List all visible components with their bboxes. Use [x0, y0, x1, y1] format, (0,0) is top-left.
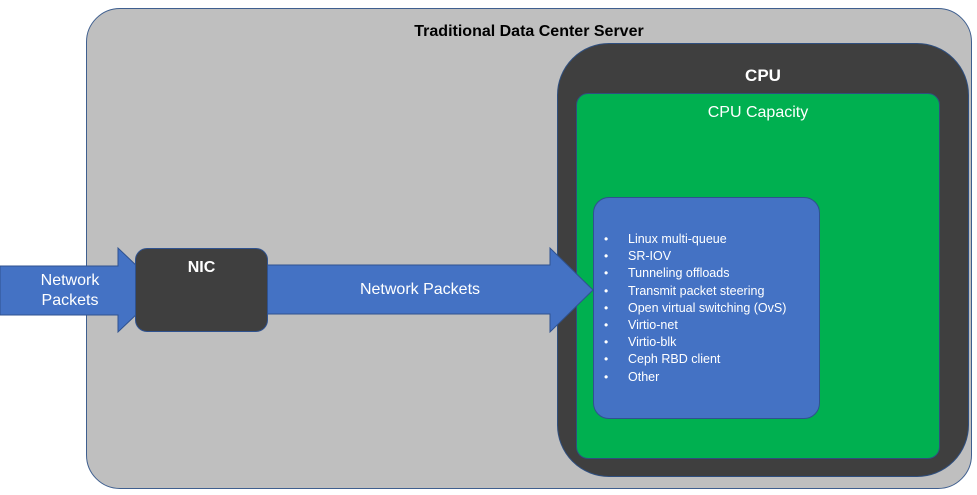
feature-item: Tunneling offloads — [604, 265, 786, 282]
feature-item: Ceph RBD client — [604, 351, 786, 368]
incoming-packets-label-line1: Network — [40, 272, 100, 289]
nic-title: NIC — [187, 259, 216, 276]
feature-item: Open virtual switching (OvS) — [604, 300, 786, 317]
feature-item: Other — [604, 369, 786, 386]
cpu-title: CPU — [745, 66, 781, 85]
nic-box: NIC — [135, 248, 268, 332]
feature-item: Virtio-net — [604, 317, 786, 334]
nic-to-cpu-label: Network Packets — [359, 281, 481, 298]
nic-to-cpu-arrow — [264, 246, 594, 334]
incoming-packets-label-line2: Packets — [41, 292, 99, 309]
feature-item: Linux multi-queue — [604, 231, 786, 248]
incoming-packets-label: Network Packets — [20, 271, 120, 311]
cpu-capacity-title: CPU Capacity — [707, 104, 809, 121]
server-title: Traditional Data Center Server — [414, 23, 644, 40]
feature-item: SR-IOV — [604, 248, 786, 265]
feature-item: Virtio-blk — [604, 334, 786, 351]
offload-features-box: Linux multi-queue SR-IOV Tunneling offlo… — [593, 197, 820, 419]
offload-features-list: Linux multi-queue SR-IOV Tunneling offlo… — [604, 231, 786, 386]
feature-item: Transmit packet steering — [604, 283, 786, 300]
